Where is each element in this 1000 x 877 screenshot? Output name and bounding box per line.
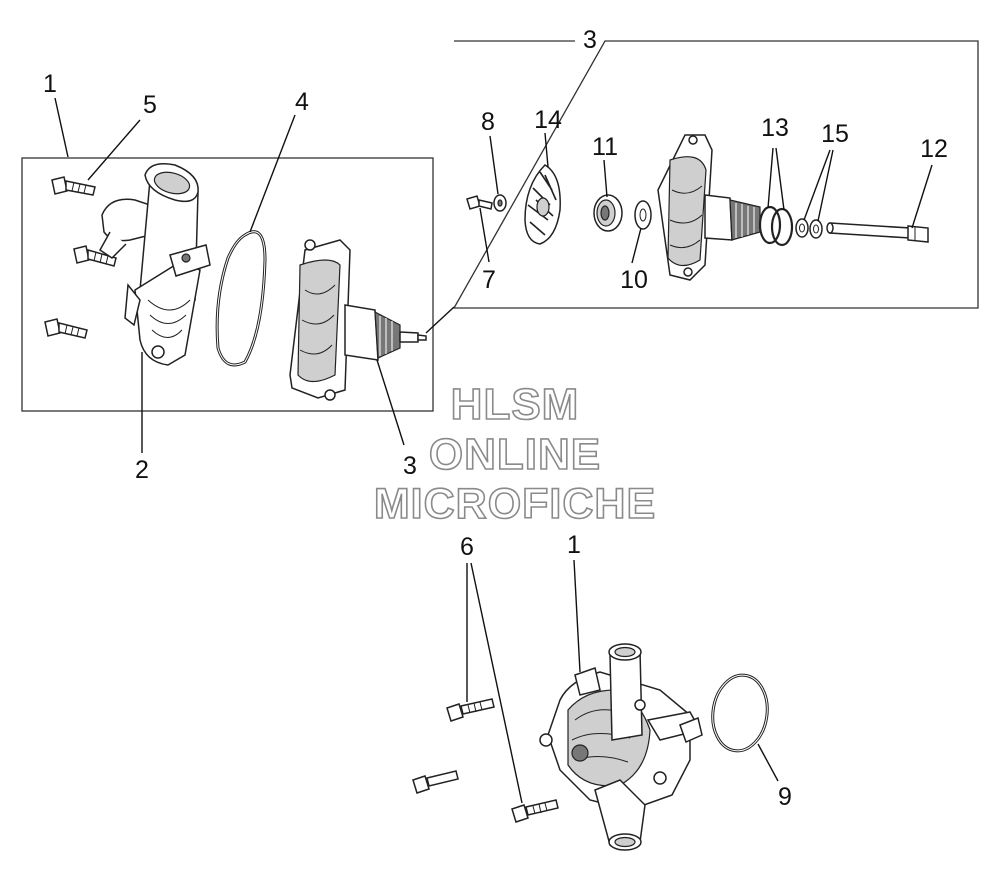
washer-8	[493, 194, 507, 212]
callout-12: 12	[920, 135, 948, 163]
seal-ring-10	[634, 200, 652, 230]
callout-1-top: 1	[43, 70, 57, 98]
bolt-5-upper	[51, 176, 96, 196]
callout-5: 5	[143, 91, 157, 119]
callout-11: 11	[592, 133, 618, 161]
callout-6: 6	[460, 533, 474, 561]
water-pump-assembly-1	[539, 643, 703, 851]
water-pump-assembly-box	[21, 157, 434, 412]
callout-8: 8	[481, 108, 495, 136]
callout-15: 15	[821, 120, 849, 148]
impeller-14	[524, 164, 561, 245]
bolt-6-lower	[511, 799, 559, 823]
callout-13: 13	[761, 114, 789, 142]
o-rings-13	[758, 205, 794, 247]
watermark-line-2: ONLINE	[428, 429, 602, 480]
callout-2: 2	[135, 456, 149, 484]
washers-15	[795, 218, 823, 239]
pump-shaft-12	[826, 222, 929, 243]
callout-4: 4	[295, 88, 309, 116]
pump-body-3	[289, 239, 427, 401]
pump-body-housing-kit	[657, 134, 761, 281]
callout-10: 10	[620, 266, 648, 294]
watermark-line-1: HLSM	[450, 379, 580, 430]
callout-1-bottom: 1	[567, 531, 581, 559]
callout-9: 9	[778, 783, 792, 811]
o-ring-4	[215, 230, 267, 367]
bolt-7	[466, 195, 493, 210]
pump-cover-housing-2	[99, 163, 211, 366]
bolt-6-upper	[446, 698, 495, 722]
callout-14: 14	[534, 106, 562, 134]
leader-lines	[54, 97, 933, 804]
watermark-line-3: MICROFICHE	[373, 479, 657, 529]
callout-3-bottom: 3	[403, 452, 417, 480]
callout-7: 7	[482, 266, 496, 294]
o-ring-9	[711, 673, 769, 753]
impeller-kit-box	[452, 40, 979, 309]
bolt-5-lower	[44, 318, 88, 339]
bolt-bottom-extra	[412, 770, 459, 794]
mechanical-seal-11	[593, 194, 623, 232]
callout-3-box: 3	[583, 26, 597, 54]
